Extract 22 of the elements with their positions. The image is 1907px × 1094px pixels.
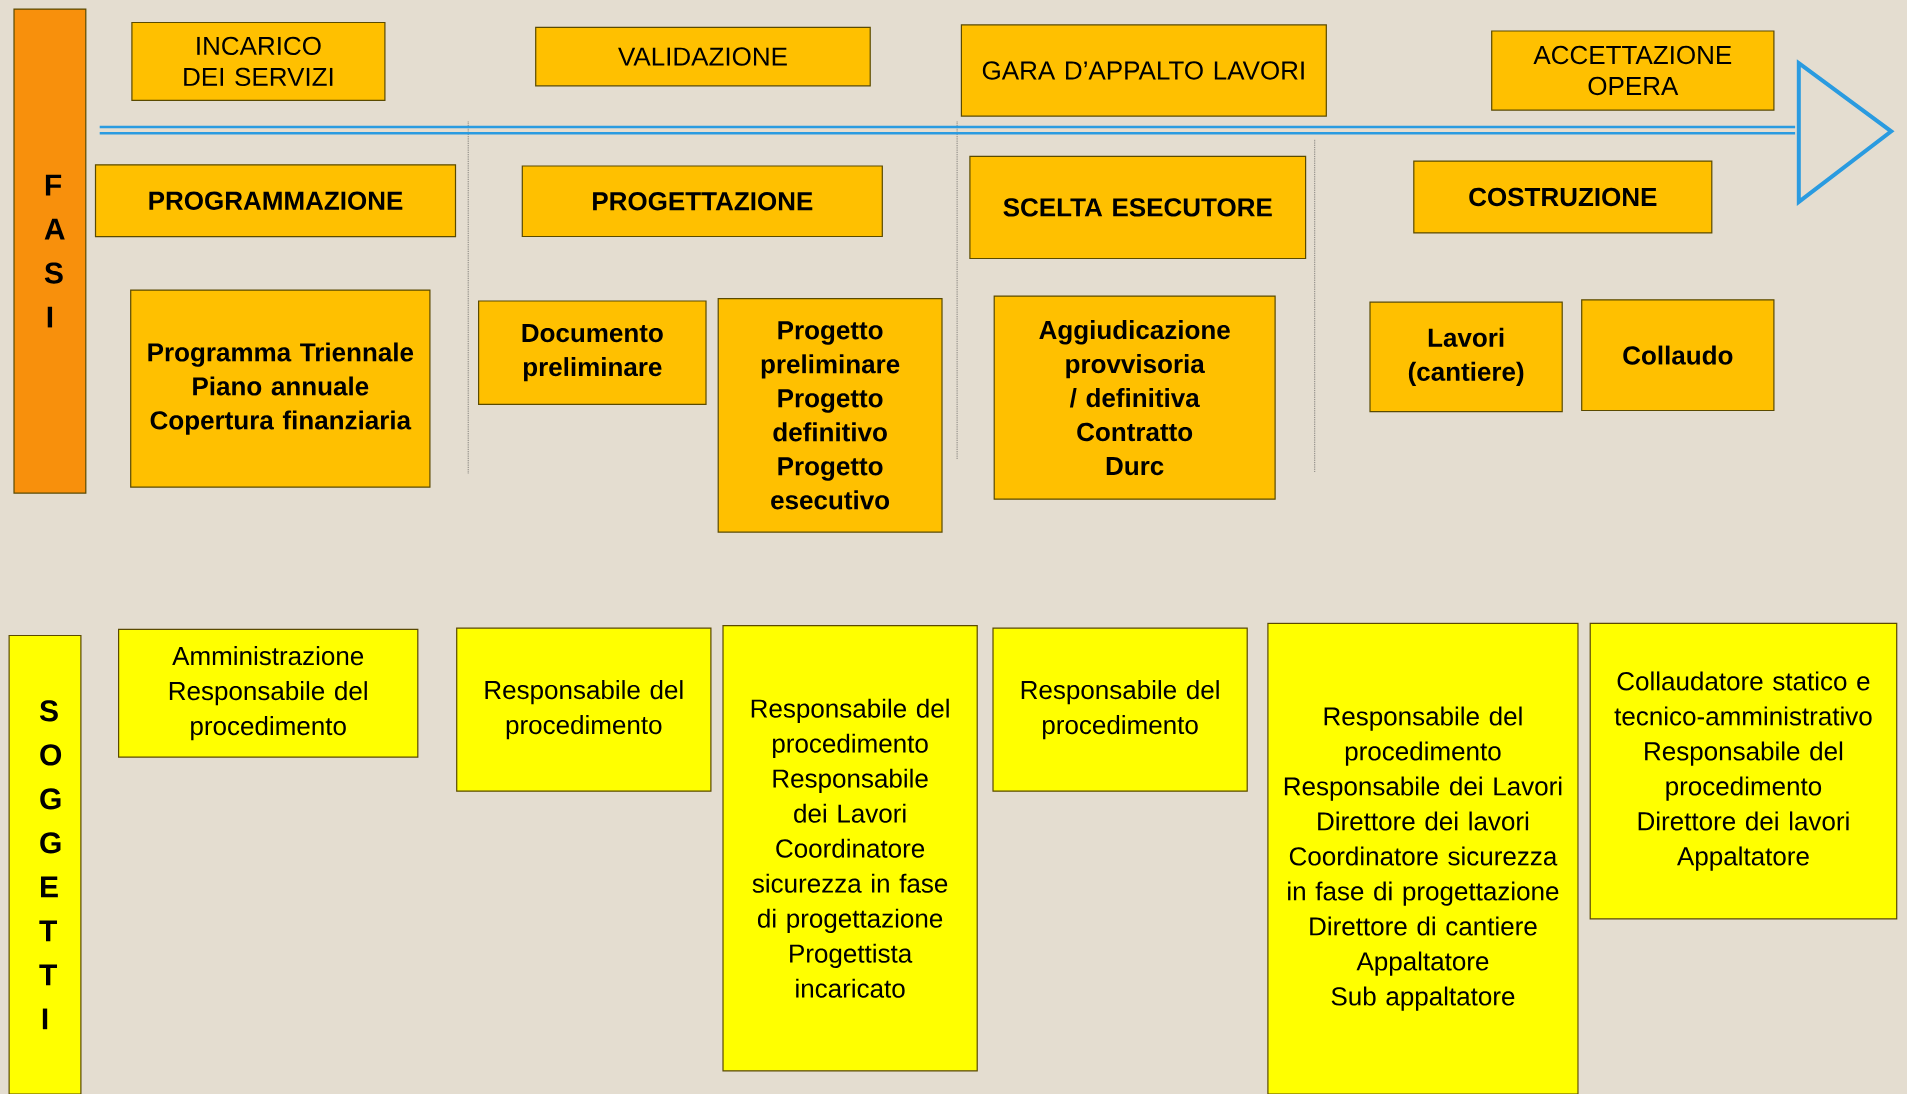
subject-box: Responsabile del procedimento Responsabile dei Lavori Coordinatore sicurezza in fase di progettazione Progettista incaricato: [722, 625, 978, 1072]
phase-box: Collaudo: [1581, 299, 1775, 412]
subject-box: Responsabile del procedimento: [456, 627, 712, 792]
phase-box: Aggiudicazione provvisoria / definitiva Contratto Durc: [993, 295, 1276, 500]
phase-box: COSTRUZIONE: [1413, 160, 1713, 234]
subject-box: Collaudatore statico e tecnico-amministrativo Responsabile del procedimento Direttore dei lavori Appaltatore: [1589, 622, 1898, 920]
subject-box: Responsabile del procedimento: [992, 627, 1248, 792]
subject-box: Amministrazione Responsabile del procedimento: [118, 628, 419, 758]
phase-box: SCELTA ESECUTORE: [969, 155, 1307, 260]
subject-label-bar: S O G G E T T I: [8, 634, 82, 1094]
phase-box: Lavori (cantiere): [1369, 301, 1563, 413]
phase-box: PROGETTAZIONE: [521, 165, 883, 238]
phase-box: PROGRAMMAZIONE: [94, 164, 457, 238]
milestone-box: INCARICO DEI SERVIZI: [131, 21, 386, 101]
phase-label-bar: F A S I: [13, 8, 87, 494]
phase-box: Progetto preliminare Progetto definitivo Progetto esecutivo: [717, 297, 943, 533]
phase-box: Documento preliminare: [478, 300, 707, 405]
milestone-box: ACCETTAZIONE OPERA: [1491, 30, 1775, 111]
milestone-box: VALIDAZIONE: [535, 26, 871, 87]
phase-box: Programma Triennale Piano annuale Copertura finanziaria: [130, 289, 431, 488]
subject-box: Responsabile del procedimento Responsabile dei Lavori Direttore dei lavori Coordinatore sicurezza in fase di progettazione Direttore di cantiere Appaltatore Sub appaltatore: [1267, 622, 1579, 1094]
milestone-box: GARA D’APPALTO LAVORI: [960, 24, 1327, 117]
